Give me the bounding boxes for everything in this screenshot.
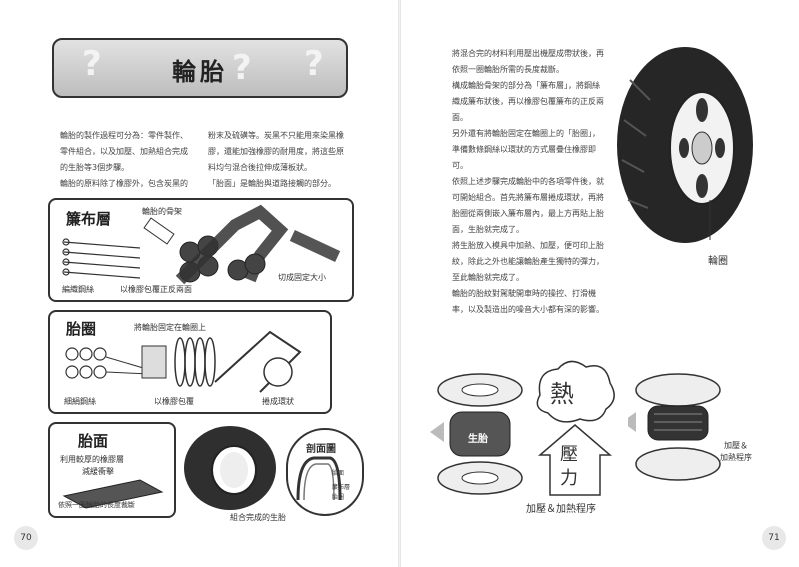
ply-note: 輪胎的骨架	[142, 207, 182, 216]
intro-column-2: 粉末及硫磺等。炭黑不只能用來染黑橡膠，還能加強橡膠的耐用度，將這些原料均勻混合後…	[208, 128, 346, 192]
wheel-label: 輪圈	[708, 256, 728, 267]
paragraph: 輪胎的胎紋對駕駛開車時的操控、打滑機率，以及製造出的噪音大小都有深的影響。	[452, 289, 604, 314]
paragraph: 輪胎的原料除了橡膠外，包含炭黑的	[60, 179, 188, 188]
cross-section-heading: 剖面圖	[306, 444, 336, 455]
paragraph: 依照上述步驟完成輪胎中的各項零件後，就可開始組合。首先將簾布層捲成環狀，再將胎圈…	[452, 177, 604, 234]
question-mark-icon: ?	[304, 44, 324, 84]
ply-wire-label: 編織鋼絲	[62, 285, 94, 294]
paragraph: 構成輪胎骨架的部分為「簾布層」，將鋼絲織成簾布狀後，再以橡膠包覆簾布的正反兩面。	[452, 81, 604, 122]
ply-heading: 簾布層	[66, 210, 112, 228]
paragraph: 將混合完的材料利用壓出機壓成帶狀後，再依照一圈輪胎所需的長度裁斷。	[452, 49, 604, 74]
ply-panel: 簾布層 輪胎的骨架 編織鋼絲 以橡膠包覆正反兩面 切成固定大小	[48, 198, 354, 302]
page-number: 71	[762, 526, 786, 550]
paragraph: 另外還有將輪胎固定在輪圈上的「胎圈」，準備數條鋼絲以環狀的方式層疊住橡膠即可。	[452, 129, 600, 170]
tread-strip-illustration	[62, 479, 164, 509]
tread-cut-label: 依照一圈輪胎的長度裁斷	[58, 501, 135, 509]
cross-section-illustration	[296, 456, 342, 501]
ply-cut-label: 切成固定大小	[278, 273, 326, 282]
pressure-label: 力	[560, 468, 578, 489]
tread-desc: 減緩衝擊	[82, 467, 114, 476]
process-side-label: 加熱程序	[720, 453, 752, 462]
heat-label: 熱	[550, 380, 574, 408]
bead-illustration	[65, 330, 302, 393]
paragraph: 輪胎的製作過程可分為：零件製作、零件組合，以及加壓、加熱組合完成的生胎等3個步驟…	[60, 131, 188, 172]
intro-column-1: 輪胎的製作過程可分為：零件製作、零件組合，以及加壓、加熱組合完成的生胎等3個步驟…	[60, 128, 194, 192]
pressure-label: 壓	[560, 444, 578, 465]
tread-heading: 胎面	[78, 432, 109, 450]
bead-heading: 胎圈	[66, 320, 97, 338]
paragraph: 「胎面」是輪胎與道路接觸的部分。	[208, 179, 336, 188]
ply-rubber-label: 以橡膠包覆正反兩面	[120, 285, 192, 294]
process-label: 加壓＆加熱程序	[526, 504, 596, 515]
page-number: 70	[14, 526, 38, 550]
body-text: 將混合完的材料利用壓出機壓成帶狀後，再依照一圈輪胎所需的長度裁斷。 構成輪胎骨架…	[452, 46, 604, 318]
left-page: ? ? ? 輪胎 輪胎的製作過程可分為：零件製作、零件組合，以及加壓、加熱組合完…	[0, 0, 399, 567]
cross-section-callout: 剖面圖 胎面 簾布層 胎圈	[286, 428, 364, 516]
paragraph: 粉末及硫磺等。炭黑不只能用來染黑橡膠，還能加強橡膠的耐用度，將這些原料均勻混合後…	[208, 131, 344, 172]
green-tire-illustration	[184, 426, 276, 510]
tread-panel: 胎面 利用較厚的橡膠層 減緩衝擊 依照一圈輪胎的長度裁斷	[48, 422, 176, 518]
question-mark-icon: ?	[232, 48, 252, 88]
process-side-label: 加壓＆	[724, 441, 748, 450]
bead-wire-label: 細絹鋼絲	[64, 397, 96, 406]
page-title: 輪胎	[172, 58, 228, 86]
bead-panel: 胎圈 將輪胎固定在輪圈上 細絹鋼絲 以橡膠包覆 捲成環狀	[48, 310, 332, 414]
section-tread-label: 胎面	[332, 470, 345, 477]
heat-pressure-cloud	[536, 360, 615, 496]
title-banner: ? ? ? 輪胎	[52, 38, 348, 98]
closed-mold-illustration	[628, 373, 721, 481]
book-spine	[398, 0, 401, 567]
green-tire-tag: 生胎	[468, 434, 488, 445]
paragraph: 將生胎放入模具中加熱、加壓，便可印上胎紋，除此之外也能讓輪胎產生獨特的彈力，至此…	[452, 241, 604, 282]
section-bead-label: 胎圈	[332, 494, 345, 501]
section-ply-label: 簾布層	[332, 484, 351, 491]
ply-illustration	[62, 204, 341, 285]
bead-rubber-label: 以橡膠包覆	[154, 397, 194, 406]
question-mark-icon: ?	[82, 44, 102, 84]
open-mold-illustration	[430, 373, 523, 495]
right-page: 將混合完的材料利用壓出機壓成帶狀後，再依照一圈輪胎所需的長度裁斷。 構成輪胎骨架…	[400, 0, 799, 567]
bead-note: 將輪胎固定在輪圈上	[134, 323, 206, 332]
green-tire-label: 組合完成的生胎	[230, 513, 286, 522]
finished-tire-illustration	[617, 47, 753, 243]
tread-desc: 利用較厚的橡膠層	[60, 455, 124, 464]
bead-wind-label: 捲成環狀	[262, 397, 294, 406]
